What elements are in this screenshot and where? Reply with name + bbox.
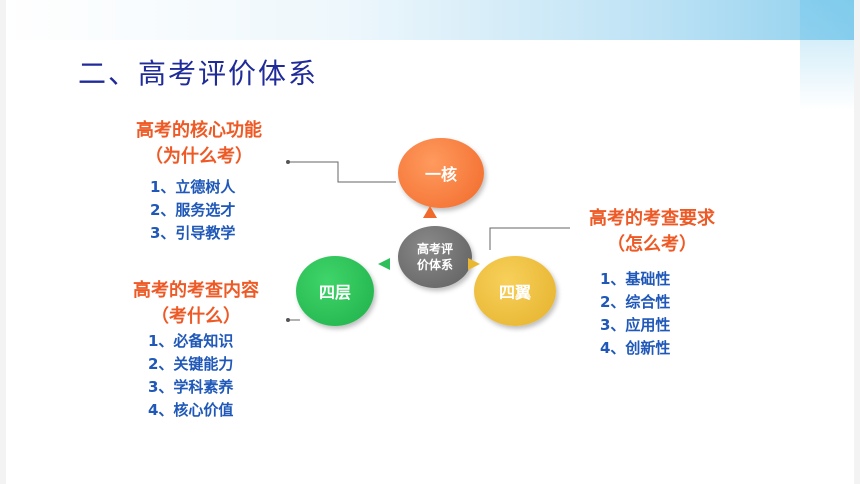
list-item: 3、引导教学 [150, 224, 236, 242]
content-heading: 高考的考查内容 （考什么） [118, 278, 274, 330]
connector-requirements [489, 227, 570, 250]
list-item: 1、立德树人 [150, 178, 236, 196]
arrow-up-icon [423, 206, 437, 218]
requirements-heading-line1: 高考的考查要求 [589, 208, 715, 229]
slide-frame-right [854, 0, 860, 484]
core-functions-heading: 高考的核心功能 （为什么考） [116, 118, 282, 170]
list-item: 3、应用性 [600, 316, 671, 334]
connector-dot-core-functions [286, 160, 290, 164]
connector-dot-content [286, 318, 290, 322]
arrow-right-icon [468, 258, 480, 270]
content-list: 1、必备知识 2、关键能力 3、学科素养 4、核心价值 [148, 330, 233, 422]
list-item: 1、必备知识 [148, 332, 234, 350]
slide-frame-left [0, 0, 6, 484]
list-item: 2、关键能力 [148, 355, 234, 373]
core-functions-list: 1、立德树人 2、服务选才 3、引导教学 [150, 176, 235, 245]
list-item: 3、学科素养 [148, 378, 234, 396]
requirements-heading-line2: （怎么考） [607, 234, 697, 255]
requirements-list: 1、基础性 2、综合性 3、应用性 4、创新性 [600, 268, 670, 360]
corner-gloss [800, 0, 860, 110]
node-center-label-2: 价体系 [416, 258, 453, 272]
node-wings: 四翼 [474, 256, 556, 326]
list-item: 1、基础性 [600, 270, 671, 288]
node-center-label-1: 高考评 [416, 242, 453, 256]
content-heading-line1: 高考的考查内容 [133, 280, 259, 301]
core-functions-heading-line1: 高考的核心功能 [136, 120, 262, 141]
core-functions-heading-line2: （为什么考） [145, 146, 253, 167]
content-heading-line2: （考什么） [151, 306, 241, 327]
list-item: 2、综合性 [600, 293, 671, 311]
requirements-heading: 高考的考查要求 （怎么考） [576, 206, 728, 258]
node-layers: 四层 [296, 256, 374, 326]
list-item: 2、服务选才 [150, 201, 236, 219]
node-core: 一核 [398, 138, 484, 208]
list-item: 4、核心价值 [148, 401, 234, 419]
node-center: 高考评 价体系 [398, 226, 472, 288]
connector-core-functions [288, 161, 396, 183]
slide-title: 二、高考评价体系 [78, 57, 319, 90]
arrow-left-icon [378, 258, 390, 270]
top-decorative-band [0, 0, 860, 40]
list-item: 4、创新性 [600, 339, 671, 357]
